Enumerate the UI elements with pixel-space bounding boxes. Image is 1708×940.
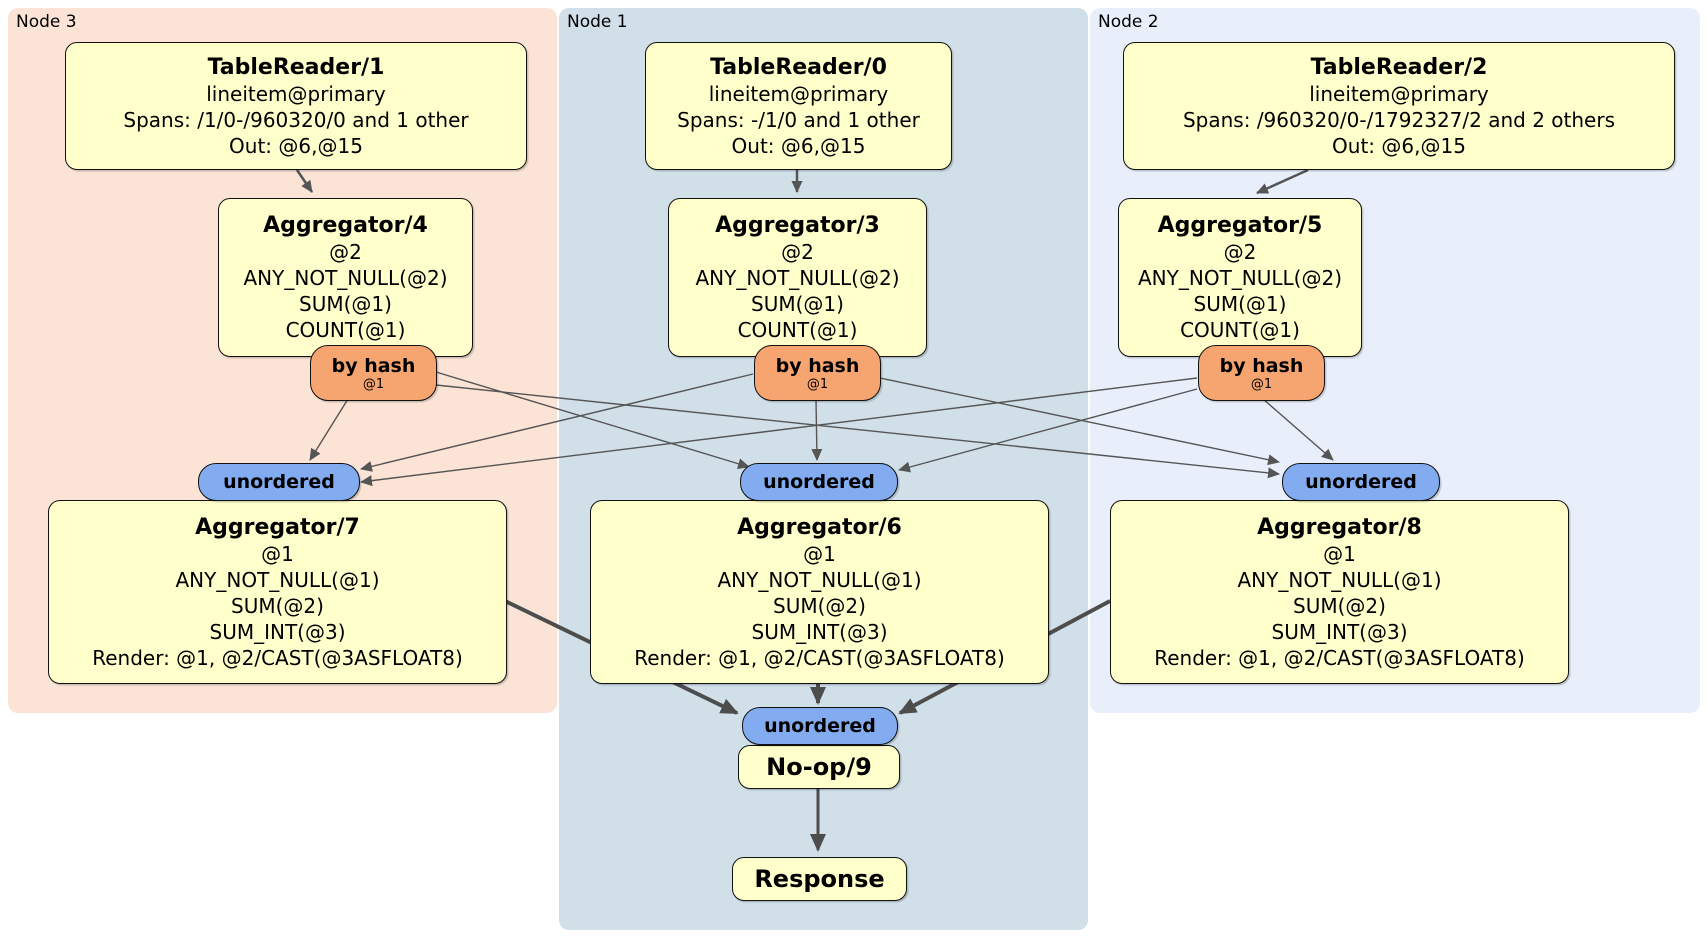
processor-title: Aggregator/3 [715,213,880,238]
edge-tr2-agg5 [1256,168,1309,195]
node2-label: Node 2 [1098,12,1159,32]
processor-line: Render: @1, @2/CAST(@3ASFLOAT8) [1154,645,1525,670]
edge-byhash5-sync8 [1262,398,1334,461]
edge-byhash4-sync6 [435,371,750,470]
processor-title: No-op/9 [766,753,872,781]
processor-line: SUM(@2) [1293,593,1386,618]
processor-line: COUNT(@1) [737,318,858,342]
processor-tablereader-1: TableReader/1 lineitem@primary Spans: /1… [65,42,527,170]
edge-byhash3-sync7 [360,373,754,472]
edge-tr1-agg4 [295,169,314,193]
processor-line: ANY_NOT_NULL(@2) [695,266,900,290]
processor-line: ANY_NOT_NULL(@1) [175,567,380,592]
router-label: by hash [1219,354,1304,377]
processor-line: ANY_NOT_NULL(@1) [717,567,922,592]
edge-byhash3-sync6 [811,398,823,461]
edge-byhash4-sync8 [435,384,1280,479]
processor-line: SUM(@1) [751,292,844,316]
processor-line: Spans: -/1/0 and 1 other [677,107,920,132]
sync-unordered-agg6: unordered [740,463,898,501]
processor-line: SUM_INT(@3) [209,619,346,644]
router-label: by hash [775,354,860,377]
router-byhash-4: by hash @1 [310,345,437,401]
processor-line: SUM_INT(@3) [751,619,888,644]
processor-title: TableReader/2 [1310,54,1488,80]
sync-unordered-noop9: unordered [742,707,898,745]
router-label: by hash [331,354,416,377]
router-byhash-3: by hash @1 [754,345,881,401]
processor-line: Render: @1, @2/CAST(@3ASFLOAT8) [634,645,1005,670]
processor-line: @1 [803,541,836,566]
processor-aggregator-7: Aggregator/7 @1 ANY_NOT_NULL(@1) SUM(@2)… [48,500,507,684]
edge-byhash5-sync6 [898,388,1198,473]
processor-line: SUM(@2) [773,593,866,618]
processor-title: TableReader/1 [207,54,385,80]
processor-title: Aggregator/5 [1157,213,1323,238]
processor-title: Aggregator/7 [195,514,360,540]
processor-line: ANY_NOT_NULL(@2) [1138,266,1342,290]
processor-line: Out: @6,@15 [229,133,363,158]
sync-unordered-agg8: unordered [1282,463,1440,501]
processor-title: TableReader/0 [710,54,887,80]
processor-line: COUNT(@1) [285,318,406,342]
processor-aggregator-4: Aggregator/4 @2 ANY_NOT_NULL(@2) SUM(@1)… [218,198,473,357]
edge-byhash3-sync8 [879,377,1280,466]
processor-aggregator-8: Aggregator/8 @1 ANY_NOT_NULL(@1) SUM(@2)… [1110,500,1569,684]
processor-tablereader-0: TableReader/0 lineitem@primary Spans: -/… [645,42,952,170]
processor-aggregator-6: Aggregator/6 @1 ANY_NOT_NULL(@1) SUM(@2)… [590,500,1049,684]
processor-line: @2 [1223,240,1257,264]
processor-aggregator-3: Aggregator/3 @2 ANY_NOT_NULL(@2) SUM(@1)… [668,198,927,357]
processor-line: Spans: /1/0-/960320/0 and 1 other [123,107,469,132]
router-key: @1 [1250,376,1273,392]
processor-line: ANY_NOT_NULL(@1) [1237,567,1442,592]
processor-line: Spans: /960320/0-/1792327/2 and 2 others [1182,107,1615,132]
processor-line: @1 [1323,541,1356,566]
processor-line: SUM(@1) [1193,292,1287,316]
processor-line: COUNT(@1) [1180,318,1300,342]
processor-title: Aggregator/6 [737,514,902,540]
processor-line: lineitem@primary [206,81,386,106]
processor-noop-9: No-op/9 [738,745,900,789]
processor-line: Out: @6,@15 [1332,133,1466,158]
processor-line: @2 [781,240,814,264]
sync-unordered-agg7: unordered [198,463,360,501]
edge-byhash5-sync7 [360,377,1198,487]
processor-title: Response [754,865,885,893]
processor-line: lineitem@primary [708,81,889,106]
processor-line: Render: @1, @2/CAST(@3ASFLOAT8) [92,645,463,670]
processor-line: @2 [329,240,362,264]
processor-line: SUM(@2) [231,593,324,618]
processor-aggregator-5: Aggregator/5 @2 ANY_NOT_NULL(@2) SUM(@1)… [1118,198,1362,357]
router-key: @1 [806,376,829,392]
processor-line: Out: @6,@15 [731,133,866,158]
response-node: Response [732,857,907,901]
node1-label: Node 1 [567,12,628,32]
processor-line: @1 [261,541,294,566]
processor-line: SUM(@1) [299,292,392,316]
processor-line: ANY_NOT_NULL(@2) [243,266,448,290]
router-key: @1 [362,376,385,392]
processor-title: Aggregator/4 [263,213,428,238]
processor-title: Aggregator/8 [1257,514,1422,540]
processor-line: lineitem@primary [1309,81,1489,106]
edge-byhash4-sync7 [309,398,349,461]
processor-line: SUM_INT(@3) [1271,619,1408,644]
router-byhash-5: by hash @1 [1198,345,1325,401]
node3-label: Node 3 [16,12,77,32]
processor-tablereader-2: TableReader/2 lineitem@primary Spans: /9… [1123,42,1675,170]
